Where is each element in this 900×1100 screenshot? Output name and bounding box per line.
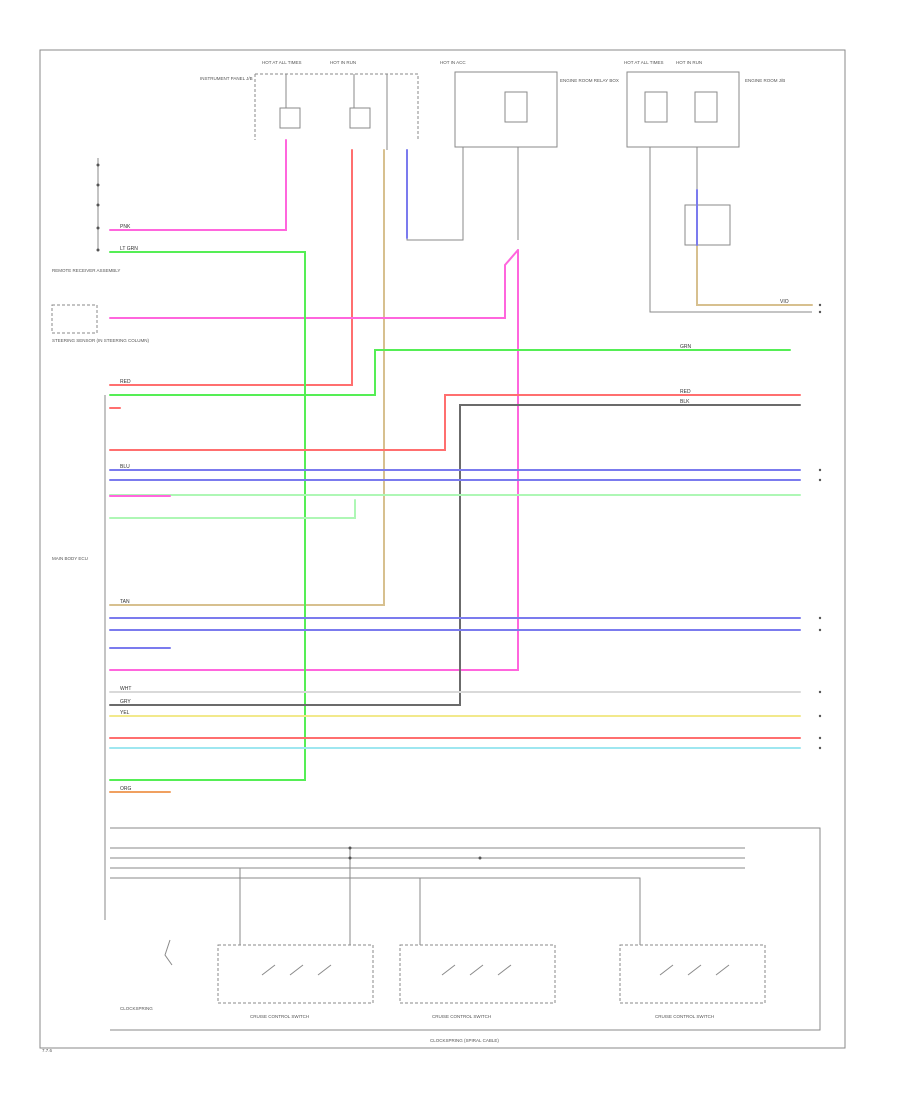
red-wire-1 bbox=[109, 149, 353, 386]
tag-blk: BLK bbox=[680, 399, 690, 405]
bottom-switch-area: CRUISE CONTROL SWITCH CRUISE CONTROL SWI… bbox=[110, 827, 821, 1043]
cruise-switch-3 bbox=[619, 944, 766, 1004]
tan-wire-2 bbox=[696, 244, 813, 306]
red-wire-2 bbox=[109, 394, 801, 451]
fuse-label-2: HOT IN RUN bbox=[330, 60, 356, 65]
right-terminals bbox=[818, 303, 822, 750]
fuse-block-left: HOT AT ALL TIMES HOT IN RUN INSTRUMENT P… bbox=[200, 60, 419, 150]
pink-wire-3 bbox=[109, 249, 519, 671]
gray-wire-1 bbox=[109, 404, 801, 706]
wire-tags: PNK RED LT GRN BLU TAN YEL GRY ORG WHT B… bbox=[120, 224, 789, 792]
ltgreen-wire-1 bbox=[109, 349, 791, 396]
engine-jb-label: ENGINE ROOM J/B bbox=[745, 78, 785, 83]
footer-code: 7.7.6 bbox=[42, 1048, 53, 1053]
tag-org: ORG bbox=[120, 786, 132, 792]
bottom-caption: CLOCKSPRING (SPIRAL CABLE) bbox=[430, 1038, 499, 1043]
cruise-switch-label-1: CRUISE CONTROL SWITCH bbox=[250, 1014, 309, 1019]
cruise-switch-1 bbox=[217, 944, 374, 1004]
left-components: REMOTE RECEIVER ASSEMBLY STEERING SENSOR… bbox=[51, 158, 150, 920]
ip-junction-label: INSTRUMENT PANEL J/B bbox=[200, 76, 253, 81]
tag-red-2: RED bbox=[680, 389, 691, 395]
tag-blu: BLU bbox=[120, 464, 130, 470]
fuse-block-right: HOT AT ALL TIMES HOT IN RUN ENGINE ROOM … bbox=[624, 60, 812, 313]
tag-red: RED bbox=[120, 379, 131, 385]
cruise-switch-label-2: CRUISE CONTROL SWITCH bbox=[432, 1014, 491, 1019]
tag-wht: WHT bbox=[120, 686, 131, 692]
green-wire-1 bbox=[109, 251, 306, 781]
tag-gry: GRY bbox=[120, 699, 131, 705]
fuse-label-6: HOT IN RUN bbox=[676, 60, 702, 65]
tag-grn: GRN bbox=[680, 344, 692, 350]
fuse-label-1: HOT AT ALL TIMES bbox=[262, 60, 302, 65]
fuse-label-3: HOT IN ACC bbox=[440, 60, 466, 65]
engine-relay-label: ENGINE ROOM RELAY BOX bbox=[560, 78, 619, 83]
main-unit-label: MAIN BODY ECU bbox=[52, 556, 88, 561]
cruise-switch-label-3: CRUISE CONTROL SWITCH bbox=[655, 1014, 714, 1019]
tag-pnk: PNK bbox=[120, 224, 131, 230]
tag-tan: TAN bbox=[120, 599, 130, 605]
cruise-switch-2 bbox=[399, 944, 556, 1004]
diagram-frame bbox=[39, 49, 846, 1049]
pink-wire-2 bbox=[109, 249, 519, 319]
tag-yel: YEL bbox=[120, 710, 130, 716]
clockspring-label: CLOCKSPRING bbox=[120, 1006, 153, 1011]
ltgreen-short-1 bbox=[109, 499, 356, 519]
pink-wire-1 bbox=[109, 139, 287, 231]
tag-vio: VIO bbox=[780, 299, 789, 305]
tan-wire-1 bbox=[109, 149, 385, 606]
fuse-label-5: HOT AT ALL TIMES bbox=[624, 60, 664, 65]
tag-ltgrn: LT GRN bbox=[120, 246, 138, 252]
steer-sensor-label: STEERING SENSOR (IN STEERING COLUMN) bbox=[52, 338, 150, 343]
receiver-label: REMOTE RECEIVER ASSEMBLY bbox=[52, 268, 120, 273]
fuse-block-mid: HOT IN ACC ENGINE ROOM RELAY BOX bbox=[406, 60, 619, 241]
